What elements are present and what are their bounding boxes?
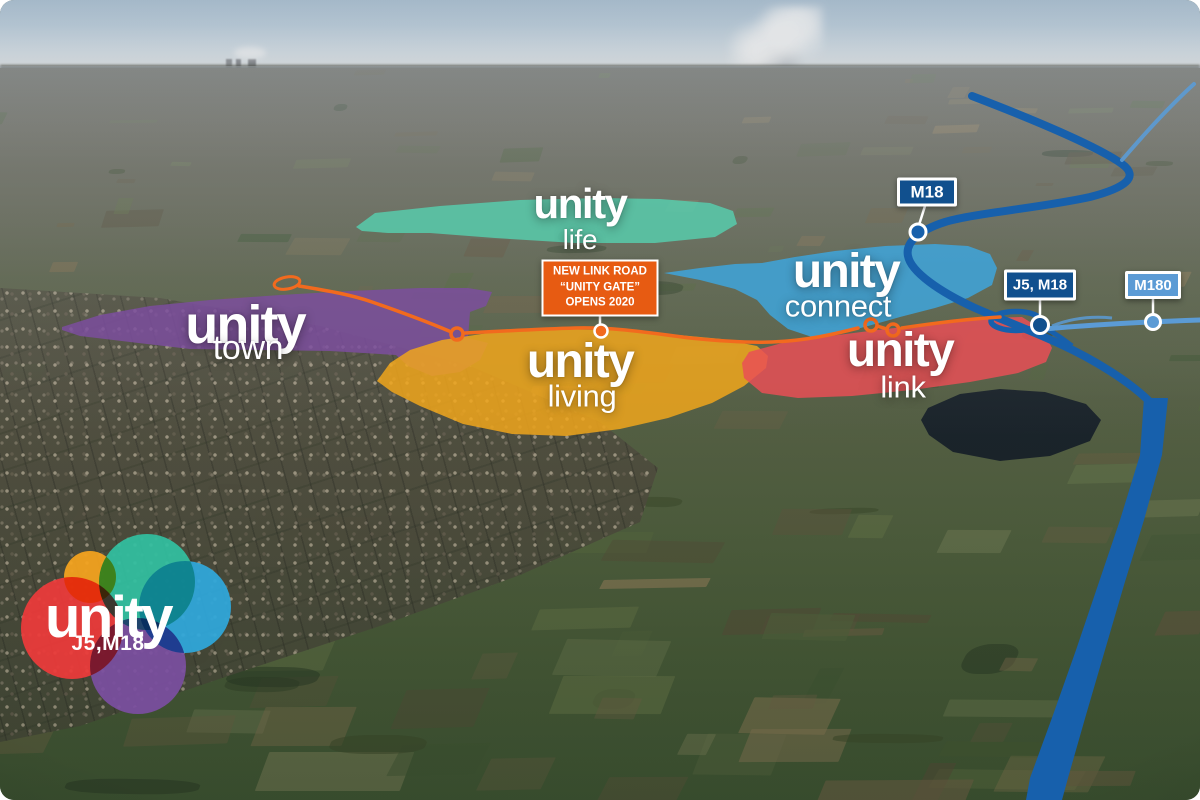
zone-link-brand: unity bbox=[846, 324, 955, 377]
j5-m18-road-badge-label: J5, M18 bbox=[1012, 276, 1068, 294]
zone-living-name: living bbox=[547, 378, 617, 414]
zone-living-area bbox=[377, 329, 768, 436]
unity-logo: unity J5,M18 bbox=[18, 534, 233, 726]
callout-line-3: OPENS 2020 bbox=[565, 296, 635, 309]
sky bbox=[0, 0, 1200, 70]
callout-marker-dot bbox=[593, 323, 609, 339]
zone-town-brand: unity bbox=[185, 295, 306, 355]
link-road-roundabout-west bbox=[449, 326, 465, 342]
zone-town-area bbox=[62, 288, 492, 376]
m18-badge-connector bbox=[917, 205, 927, 226]
m180-marker-dot bbox=[1144, 313, 1162, 331]
m180-slip-road bbox=[1051, 315, 1113, 328]
logo-junction-text: J5,M18 bbox=[71, 632, 145, 655]
zone-life-brand: unity bbox=[533, 180, 628, 227]
zone-link-area bbox=[742, 317, 1052, 398]
link-road-loop bbox=[272, 275, 302, 291]
zone-town-name: town bbox=[212, 329, 284, 367]
power-station-steam-plume bbox=[728, 6, 823, 70]
m180-road-badge: M180 bbox=[1125, 271, 1181, 299]
motorway-north-spur bbox=[1120, 82, 1196, 162]
m180-motorway-path bbox=[1041, 317, 1200, 332]
new-link-road-callout: NEW LINK ROAD “UNITY GATE” OPENS 2020 bbox=[541, 259, 659, 317]
zone-life-name: life bbox=[562, 224, 598, 255]
m18-road-badge-label: M18 bbox=[910, 182, 944, 201]
distant-steam-puff bbox=[234, 47, 266, 59]
zone-connect-name: connect bbox=[784, 288, 892, 324]
zone-life-area bbox=[356, 198, 737, 243]
logo-brand-text: unity bbox=[44, 585, 174, 650]
logo-circle-red bbox=[21, 577, 123, 679]
m180-road-badge-label: M180 bbox=[1134, 276, 1172, 294]
link-road-roundabout-east1 bbox=[863, 317, 879, 333]
j5-marker-dot bbox=[1030, 315, 1050, 335]
zone-link-name: link bbox=[880, 369, 926, 405]
link-road-roundabout-east2 bbox=[885, 322, 901, 338]
j5-m18-road-badge: J5, M18 bbox=[1004, 269, 1076, 301]
zone-connect-brand: unity bbox=[792, 245, 901, 298]
m18-motorway-south-section bbox=[1026, 398, 1168, 800]
callout-line-2: “UNITY GATE” bbox=[559, 281, 641, 294]
m18-marker-dot bbox=[908, 222, 928, 242]
new-link-road-path bbox=[297, 284, 1002, 345]
m18-motorway-path bbox=[903, 92, 1154, 406]
callout-line-1: NEW LINK ROAD bbox=[553, 265, 647, 278]
m18-road-badge: M18 bbox=[897, 177, 957, 207]
zone-living-brand: unity bbox=[526, 335, 635, 388]
